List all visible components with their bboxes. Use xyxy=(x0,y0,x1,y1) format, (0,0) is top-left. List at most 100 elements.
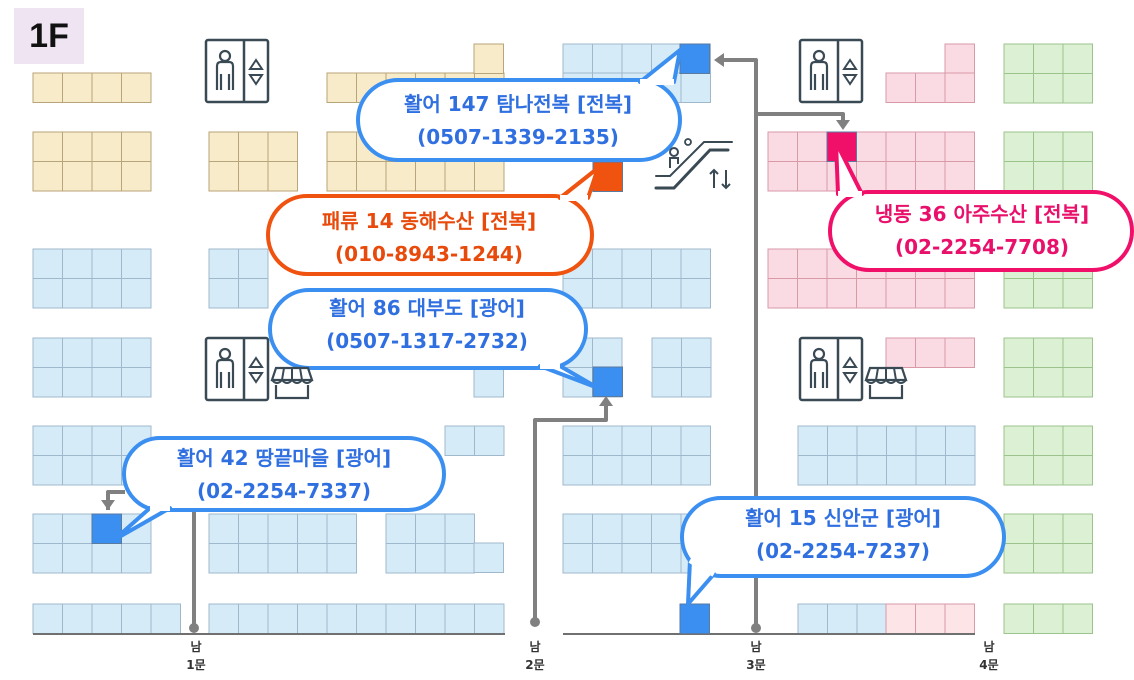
stall-cell xyxy=(621,425,652,456)
stall-cell xyxy=(651,337,682,368)
callout-title: 활어 86 대부도 [광어] xyxy=(329,296,525,320)
stall-cell xyxy=(621,455,652,486)
stall-cell xyxy=(415,603,446,634)
stall-cell xyxy=(62,248,93,279)
stall-15-highlight[interactable] xyxy=(679,603,710,634)
stall-cell xyxy=(680,455,711,486)
stall-cell xyxy=(267,603,298,634)
stall-cell xyxy=(621,278,652,309)
callout-stall-86[interactable]: 활어 86 대부도 [광어] (0507-1317-2732) xyxy=(272,292,582,358)
stall-cell xyxy=(1062,603,1093,634)
stall-cell xyxy=(592,455,623,486)
stall-cell xyxy=(415,543,446,574)
stall-cell xyxy=(121,367,152,398)
stall-cell xyxy=(121,543,152,574)
route-stall36 xyxy=(756,112,845,122)
stall-cell xyxy=(32,248,63,279)
stall-cell xyxy=(592,248,623,279)
stall-cell xyxy=(1003,367,1034,398)
stall-cell xyxy=(415,513,446,544)
stall-cell xyxy=(297,543,328,574)
bubble-86 xyxy=(268,288,600,390)
callout-title: 패류 14 동해수산 [전복] xyxy=(321,209,537,233)
callout-stall-15[interactable]: 활어 15 신안군 [광어] (02-2254-7237) xyxy=(684,502,1002,568)
stall-cell xyxy=(62,425,93,456)
elevator-icon xyxy=(798,38,864,104)
callout-stall-36[interactable]: 냉동 36 아주수산 [전복] (02-2254-7708) xyxy=(832,198,1132,264)
stall-cell xyxy=(1033,73,1064,104)
stall-cell xyxy=(944,603,975,634)
stall-cell xyxy=(945,455,976,486)
stall-cell xyxy=(208,131,239,162)
stall-cell xyxy=(121,72,152,103)
stall-cell xyxy=(32,72,63,103)
stall-cell xyxy=(885,72,916,103)
callout-stall-42[interactable]: 활어 42 땅끝마을 [광어] (02-2254-7337) xyxy=(126,442,442,508)
stall-cell xyxy=(62,367,93,398)
stall-cell xyxy=(356,603,387,634)
elevator-icon xyxy=(204,336,270,402)
stall-cell xyxy=(651,278,682,309)
stall-cell xyxy=(32,425,63,456)
stall-cell xyxy=(856,425,887,456)
stall-cell xyxy=(651,248,682,279)
stall-cell xyxy=(885,603,916,634)
stall-cell xyxy=(1062,455,1093,486)
market-stall-icon xyxy=(864,366,908,400)
stall-cell xyxy=(886,425,917,456)
stall-cell xyxy=(915,131,946,162)
stall-cell xyxy=(1033,455,1064,486)
stall-cell xyxy=(827,603,858,634)
stall-cell xyxy=(621,43,652,74)
stall-cell xyxy=(1062,513,1093,544)
stall-cell xyxy=(1003,513,1034,544)
stall-cell xyxy=(208,603,239,634)
stall-cell xyxy=(915,161,946,192)
stall-cell xyxy=(473,542,504,573)
stall-cell xyxy=(767,131,798,162)
stall-86-highlight[interactable] xyxy=(592,366,623,397)
stall-cell xyxy=(1033,543,1064,574)
stall-cell xyxy=(32,513,63,544)
gate-dot xyxy=(530,617,540,627)
stall-cell xyxy=(797,425,828,456)
stall-cell xyxy=(1003,161,1034,192)
stall-cell xyxy=(297,513,328,544)
callout-stall-147[interactable]: 활어 147 탐나전복 [전복] (0507-1339-2135) xyxy=(362,88,674,154)
stall-cell xyxy=(473,367,504,398)
stall-cell xyxy=(32,337,63,368)
stall-cell xyxy=(1062,43,1093,74)
callout-stall-14[interactable]: 패류 14 동해수산 [전복] (010-8943-1244) xyxy=(270,205,588,271)
callout-phone: (010-8943-1244) xyxy=(335,242,523,266)
stall-cell xyxy=(91,543,122,574)
stall-cell xyxy=(121,337,152,368)
route-arrow-icon xyxy=(714,53,724,67)
stall-cell xyxy=(267,131,298,162)
facility-icons xyxy=(204,38,908,402)
stall-cell xyxy=(592,43,623,74)
stall-cell xyxy=(856,603,887,634)
stall-cell xyxy=(1033,425,1064,456)
stall-cell xyxy=(1062,543,1093,574)
stall-cell xyxy=(562,455,593,486)
stall-cell xyxy=(915,337,946,368)
bubble-36 xyxy=(828,140,1134,272)
stall-cell xyxy=(150,603,181,634)
stall-cell xyxy=(32,161,63,192)
stall-cell xyxy=(121,131,152,162)
stall-cell xyxy=(1003,278,1034,309)
stall-cell xyxy=(651,367,682,398)
stall-cell xyxy=(444,425,475,456)
stall-cell xyxy=(238,131,269,162)
stall-cell xyxy=(415,161,446,192)
stall-cell xyxy=(91,248,122,279)
stall-42-highlight[interactable] xyxy=(91,513,122,544)
stall-cell xyxy=(944,72,975,103)
stall-cell xyxy=(592,543,623,574)
stall-147-highlight[interactable] xyxy=(679,43,710,74)
stall-cell xyxy=(651,425,682,456)
stall-cell xyxy=(62,278,93,309)
stall-cell xyxy=(91,337,122,368)
